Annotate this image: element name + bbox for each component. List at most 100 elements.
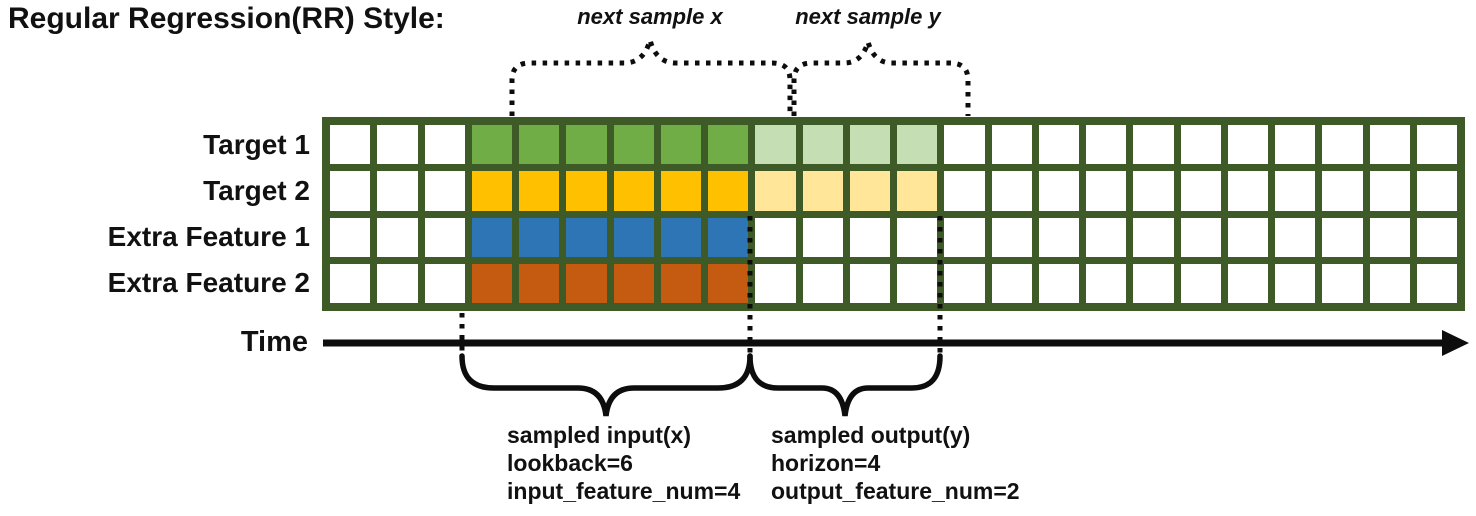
grid-cell: [1275, 263, 1316, 303]
grid-cell: [519, 217, 560, 257]
grid-cell: [660, 263, 701, 303]
grid-cell: [1038, 171, 1079, 211]
grid-cell: [1416, 125, 1457, 165]
lookback-value: lookback=6: [507, 450, 633, 476]
grid-cell: [1086, 171, 1127, 211]
next-sample-x-brace: [509, 30, 793, 116]
grid-cell: [708, 171, 749, 211]
grid-cell: [708, 217, 749, 257]
grid-cell: [377, 263, 418, 303]
grid-cell: [613, 263, 654, 303]
grid-cell: [849, 125, 890, 165]
output-feature-num-value: output_feature_num=2: [771, 478, 1020, 504]
grid-cell: [1416, 171, 1457, 211]
grid-cell: [1133, 263, 1174, 303]
grid-cell: [1227, 125, 1268, 165]
grid-cell: [660, 171, 701, 211]
next-sample-x-label: next sample x: [577, 4, 723, 29]
grid-cell: [471, 263, 512, 303]
grid-cell: [897, 263, 938, 303]
grid-cell: [1369, 217, 1410, 257]
grid-cell: [897, 171, 938, 211]
grid-cell: [330, 217, 371, 257]
grid-cell: [613, 171, 654, 211]
horizon-value: horizon=4: [771, 450, 881, 476]
grid-cell: [1322, 217, 1363, 257]
time-axis-arrowhead: [1442, 330, 1469, 356]
grid-cell: [849, 263, 890, 303]
grid-cell: [1180, 263, 1221, 303]
grid-cell: [944, 217, 985, 257]
grid-cell: [613, 217, 654, 257]
grid-cell: [755, 263, 796, 303]
grid-cell: [1416, 263, 1457, 303]
grid-cell: [424, 217, 465, 257]
time-series-grid: [322, 117, 1465, 311]
grid-cell: [708, 125, 749, 165]
grid-cell: [1227, 217, 1268, 257]
grid-cell: [802, 217, 843, 257]
grid-cell: [755, 217, 796, 257]
grid-cell: [802, 125, 843, 165]
grid-cell: [849, 171, 890, 211]
grid-cell: [1038, 125, 1079, 165]
grid-cell: [1133, 217, 1174, 257]
grid-cell: [1227, 263, 1268, 303]
grid-cell: [991, 125, 1032, 165]
grid-cell: [424, 125, 465, 165]
sampled-input-annotation: sampled input(x) lookback=6 input_featur…: [507, 421, 740, 505]
sampled-input-title: sampled input(x): [507, 422, 692, 448]
grid-cell: [377, 171, 418, 211]
grid-cell: [1227, 171, 1268, 211]
grid-cell: [897, 125, 938, 165]
grid-cell: [566, 125, 607, 165]
row-label: Extra Feature 1: [107, 221, 310, 253]
grid-cell: [424, 263, 465, 303]
grid-cell: [944, 125, 985, 165]
grid-cell: [377, 125, 418, 165]
grid-cell: [755, 125, 796, 165]
grid-cell: [991, 217, 1032, 257]
grid-cell: [1369, 125, 1410, 165]
grid-cell: [708, 263, 749, 303]
grid-cell: [330, 171, 371, 211]
sampled-output-annotation: sampled output(y) horizon=4 output_featu…: [771, 421, 1020, 505]
grid-cell: [1322, 263, 1363, 303]
grid-cell: [566, 263, 607, 303]
grid-cell: [566, 217, 607, 257]
diagram-title: Regular Regression(RR) Style:: [8, 2, 445, 35]
grid-cell: [1275, 125, 1316, 165]
grid-cell: [1038, 217, 1079, 257]
grid-cell: [1133, 171, 1174, 211]
grid-cell: [377, 217, 418, 257]
grid-cell: [1086, 125, 1127, 165]
sampled-output-brace: [747, 353, 943, 417]
grid-cell: [1369, 263, 1410, 303]
grid-cell: [991, 263, 1032, 303]
grid-cell: [424, 171, 465, 211]
grid-cell: [944, 263, 985, 303]
grid-cell: [944, 171, 985, 211]
grid-cell: [471, 171, 512, 211]
grid-cell: [519, 171, 560, 211]
grid-cell: [802, 263, 843, 303]
grid-cell: [1086, 263, 1127, 303]
grid-cell: [1416, 217, 1457, 257]
next-sample-y-brace: [791, 32, 971, 116]
grid-cell: [755, 171, 796, 211]
row-label: Target 1: [203, 128, 310, 160]
grid-cell: [849, 217, 890, 257]
grid-cell: [1086, 217, 1127, 257]
grid-cell: [991, 171, 1032, 211]
grid-cell: [1322, 171, 1363, 211]
grid-cell: [566, 171, 607, 211]
grid-cell: [1275, 217, 1316, 257]
grid-cell: [897, 217, 938, 257]
grid-cell: [330, 263, 371, 303]
grid-cell: [471, 125, 512, 165]
grid-cell: [1180, 217, 1221, 257]
grid-cell: [613, 125, 654, 165]
grid-cell: [660, 217, 701, 257]
